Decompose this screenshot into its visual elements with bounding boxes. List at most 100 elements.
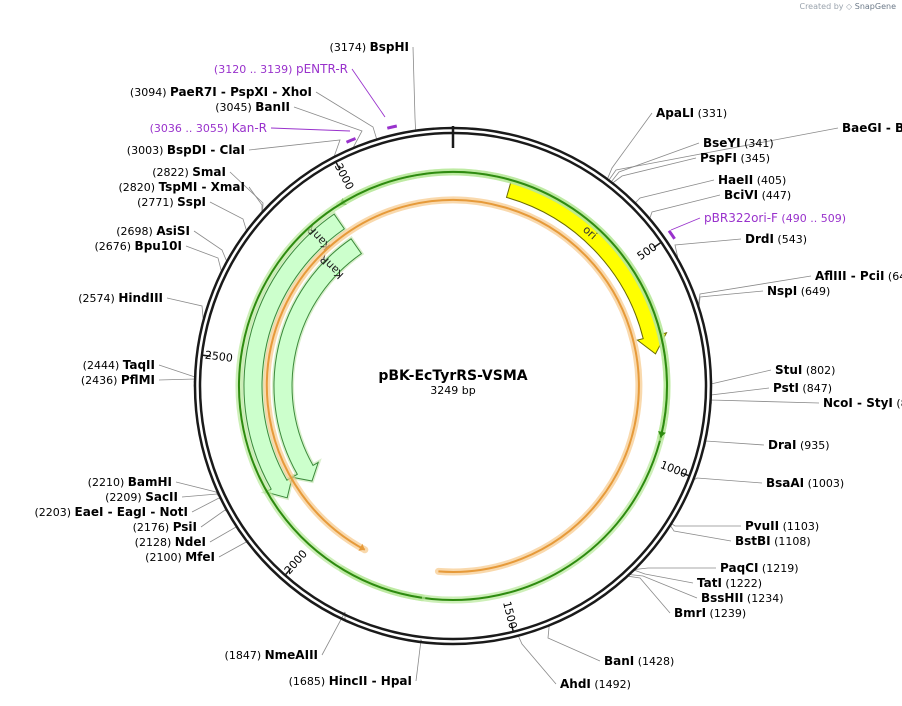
- primer-mark: [386, 124, 398, 130]
- site-label: HaeII (405): [718, 173, 786, 187]
- site-labels: (3174) BspHI(3094) PaeR7I - PspXI - XhoI…: [34, 40, 902, 691]
- site-drdi: DrdI (543): [745, 232, 807, 246]
- site-leader-line: [229, 171, 264, 211]
- site-label: (1685) HincII - HpaI: [289, 674, 412, 688]
- enzyme-name: TaqII: [123, 358, 155, 372]
- enzyme-name: HpaI: [381, 674, 412, 688]
- site-leader-line: [321, 611, 346, 656]
- enzyme-name: HindIII: [118, 291, 163, 305]
- site-leader-line: [193, 230, 227, 261]
- enzyme-name: AsiSI: [156, 224, 190, 238]
- enzyme-name: SspI: [177, 195, 206, 209]
- enzyme-name: BamHI: [128, 475, 172, 489]
- site-leader-line: [704, 440, 765, 447]
- site-label: (2209) SacII: [105, 490, 178, 504]
- site-leader-line: [248, 186, 263, 212]
- site-banii: (3045) BanII: [215, 100, 290, 114]
- primer-label: pBR322ori-F (490 .. 509): [704, 211, 846, 225]
- site-tspmi-xmai: (2820) TspMI - XmaI: [119, 180, 245, 194]
- site-label: (2176) PsiI: [133, 520, 197, 534]
- ori-feature-arrow: [505, 179, 668, 355]
- enzyme-name: PflMI: [121, 373, 155, 387]
- site-leader-line: [649, 194, 721, 219]
- site-leader-line: [166, 297, 204, 319]
- site-apali: ApaLI (331): [656, 106, 727, 120]
- site-leader-line: [630, 574, 698, 599]
- site-paqci: PaqCI (1219): [720, 561, 799, 575]
- site-leader-line: [191, 497, 221, 513]
- enzyme-name: PspFI: [700, 151, 737, 165]
- primer-name: pBR322ori-F: [704, 211, 778, 225]
- enzyme-name: PvuII: [745, 519, 779, 533]
- orf-kanr-line: [338, 171, 668, 601]
- site-label: (1847) NmeAIII: [225, 648, 318, 662]
- site-label: BstBI (1108): [735, 534, 811, 548]
- site-position: (405): [753, 174, 786, 187]
- site-position: (3174): [330, 41, 370, 54]
- site-position: (3045): [215, 101, 255, 114]
- site-label: BaeGI - Bme1580I - BsiHKAI (335): [842, 121, 902, 135]
- enzyme-name: BssHII: [701, 591, 743, 605]
- site-position: (341): [741, 137, 774, 150]
- site-position: (1108): [771, 535, 811, 548]
- site-leader-line: [634, 570, 694, 584]
- site-position: (2436): [81, 374, 121, 387]
- site-position: (2209): [105, 491, 145, 504]
- primer-kan-r: [345, 137, 357, 144]
- enzyme-name: Bpu10I: [135, 239, 182, 253]
- site-bsshii: BssHII (1234): [701, 591, 783, 605]
- site-haeii: HaeII (405): [718, 173, 786, 187]
- primer-range: (3120 .. 3139): [214, 63, 296, 76]
- site-position: (2771): [137, 196, 177, 209]
- enzyme-name: BspHI: [370, 40, 409, 54]
- site-position: (1219): [758, 562, 798, 575]
- site-label: (2203) EaeI - EagI - NotI: [34, 505, 188, 519]
- site-bsaai: BsaAI (1003): [766, 476, 844, 490]
- primer-name: Kan-R: [232, 121, 267, 135]
- primer-range: (3036 .. 3055): [150, 122, 232, 135]
- primer-label: (3120 .. 3139) pENTR-R: [214, 62, 348, 76]
- enzyme-name: PaqCI: [720, 561, 758, 575]
- site-position: (1492): [591, 678, 631, 691]
- site-position: (847): [799, 382, 832, 395]
- site-position: (2176): [133, 521, 173, 534]
- site-position: (345): [737, 152, 770, 165]
- enzyme-name: ApaLI: [656, 106, 694, 120]
- site-position: (543): [774, 233, 807, 246]
- plasmid-length: 3249 bp: [430, 384, 475, 397]
- enzyme-name: TspMI: [159, 180, 198, 194]
- scale-tick-label: 2500: [204, 349, 233, 365]
- site-label: (3174) BspHI: [330, 40, 409, 54]
- site-label: (2574) HindIII: [78, 291, 163, 305]
- site-afliii-pcii: AflIII - PciI (645): [815, 269, 902, 283]
- site-position: (1685): [289, 675, 329, 688]
- site-label: PvuII (1103): [745, 519, 819, 533]
- site-pflmi: (2436) PflMI: [81, 373, 155, 387]
- site-label: BanI (1428): [604, 654, 674, 668]
- site-leader-line: [710, 399, 820, 405]
- site-leader-line: [518, 636, 557, 685]
- site-leader-line: [670, 525, 732, 542]
- site-label: ApaLI (331): [656, 106, 727, 120]
- site-position: (2128): [135, 536, 175, 549]
- enzyme-name: AflIII: [815, 269, 847, 283]
- enzyme-name: SacII: [145, 490, 178, 504]
- site-leader-line: [218, 540, 249, 558]
- snapgene-credit: Created by ◇ SnapGene: [799, 2, 896, 11]
- enzyme-name: SmaI: [192, 165, 226, 179]
- site-label: BciVI (447): [724, 188, 791, 202]
- site-position: (1222): [722, 577, 762, 590]
- enzyme-name: NdeI: [175, 535, 206, 549]
- site-label: (2771) SspI: [137, 195, 206, 209]
- enzyme-name: EagI: [117, 505, 146, 519]
- site-psii: (2176) PsiI: [133, 520, 197, 534]
- enzyme-name: BstBI: [735, 534, 771, 548]
- primer-leader-line: [670, 217, 701, 231]
- enzyme-name: PspXI: [230, 85, 268, 99]
- site-taqii: (2444) TaqII: [83, 358, 155, 372]
- scale-tick-2000: [284, 567, 292, 576]
- scale-tick-3000: [335, 161, 341, 171]
- site-label: (2820) TspMI - XmaI: [119, 180, 245, 194]
- enzyme-name: StyI: [866, 396, 893, 410]
